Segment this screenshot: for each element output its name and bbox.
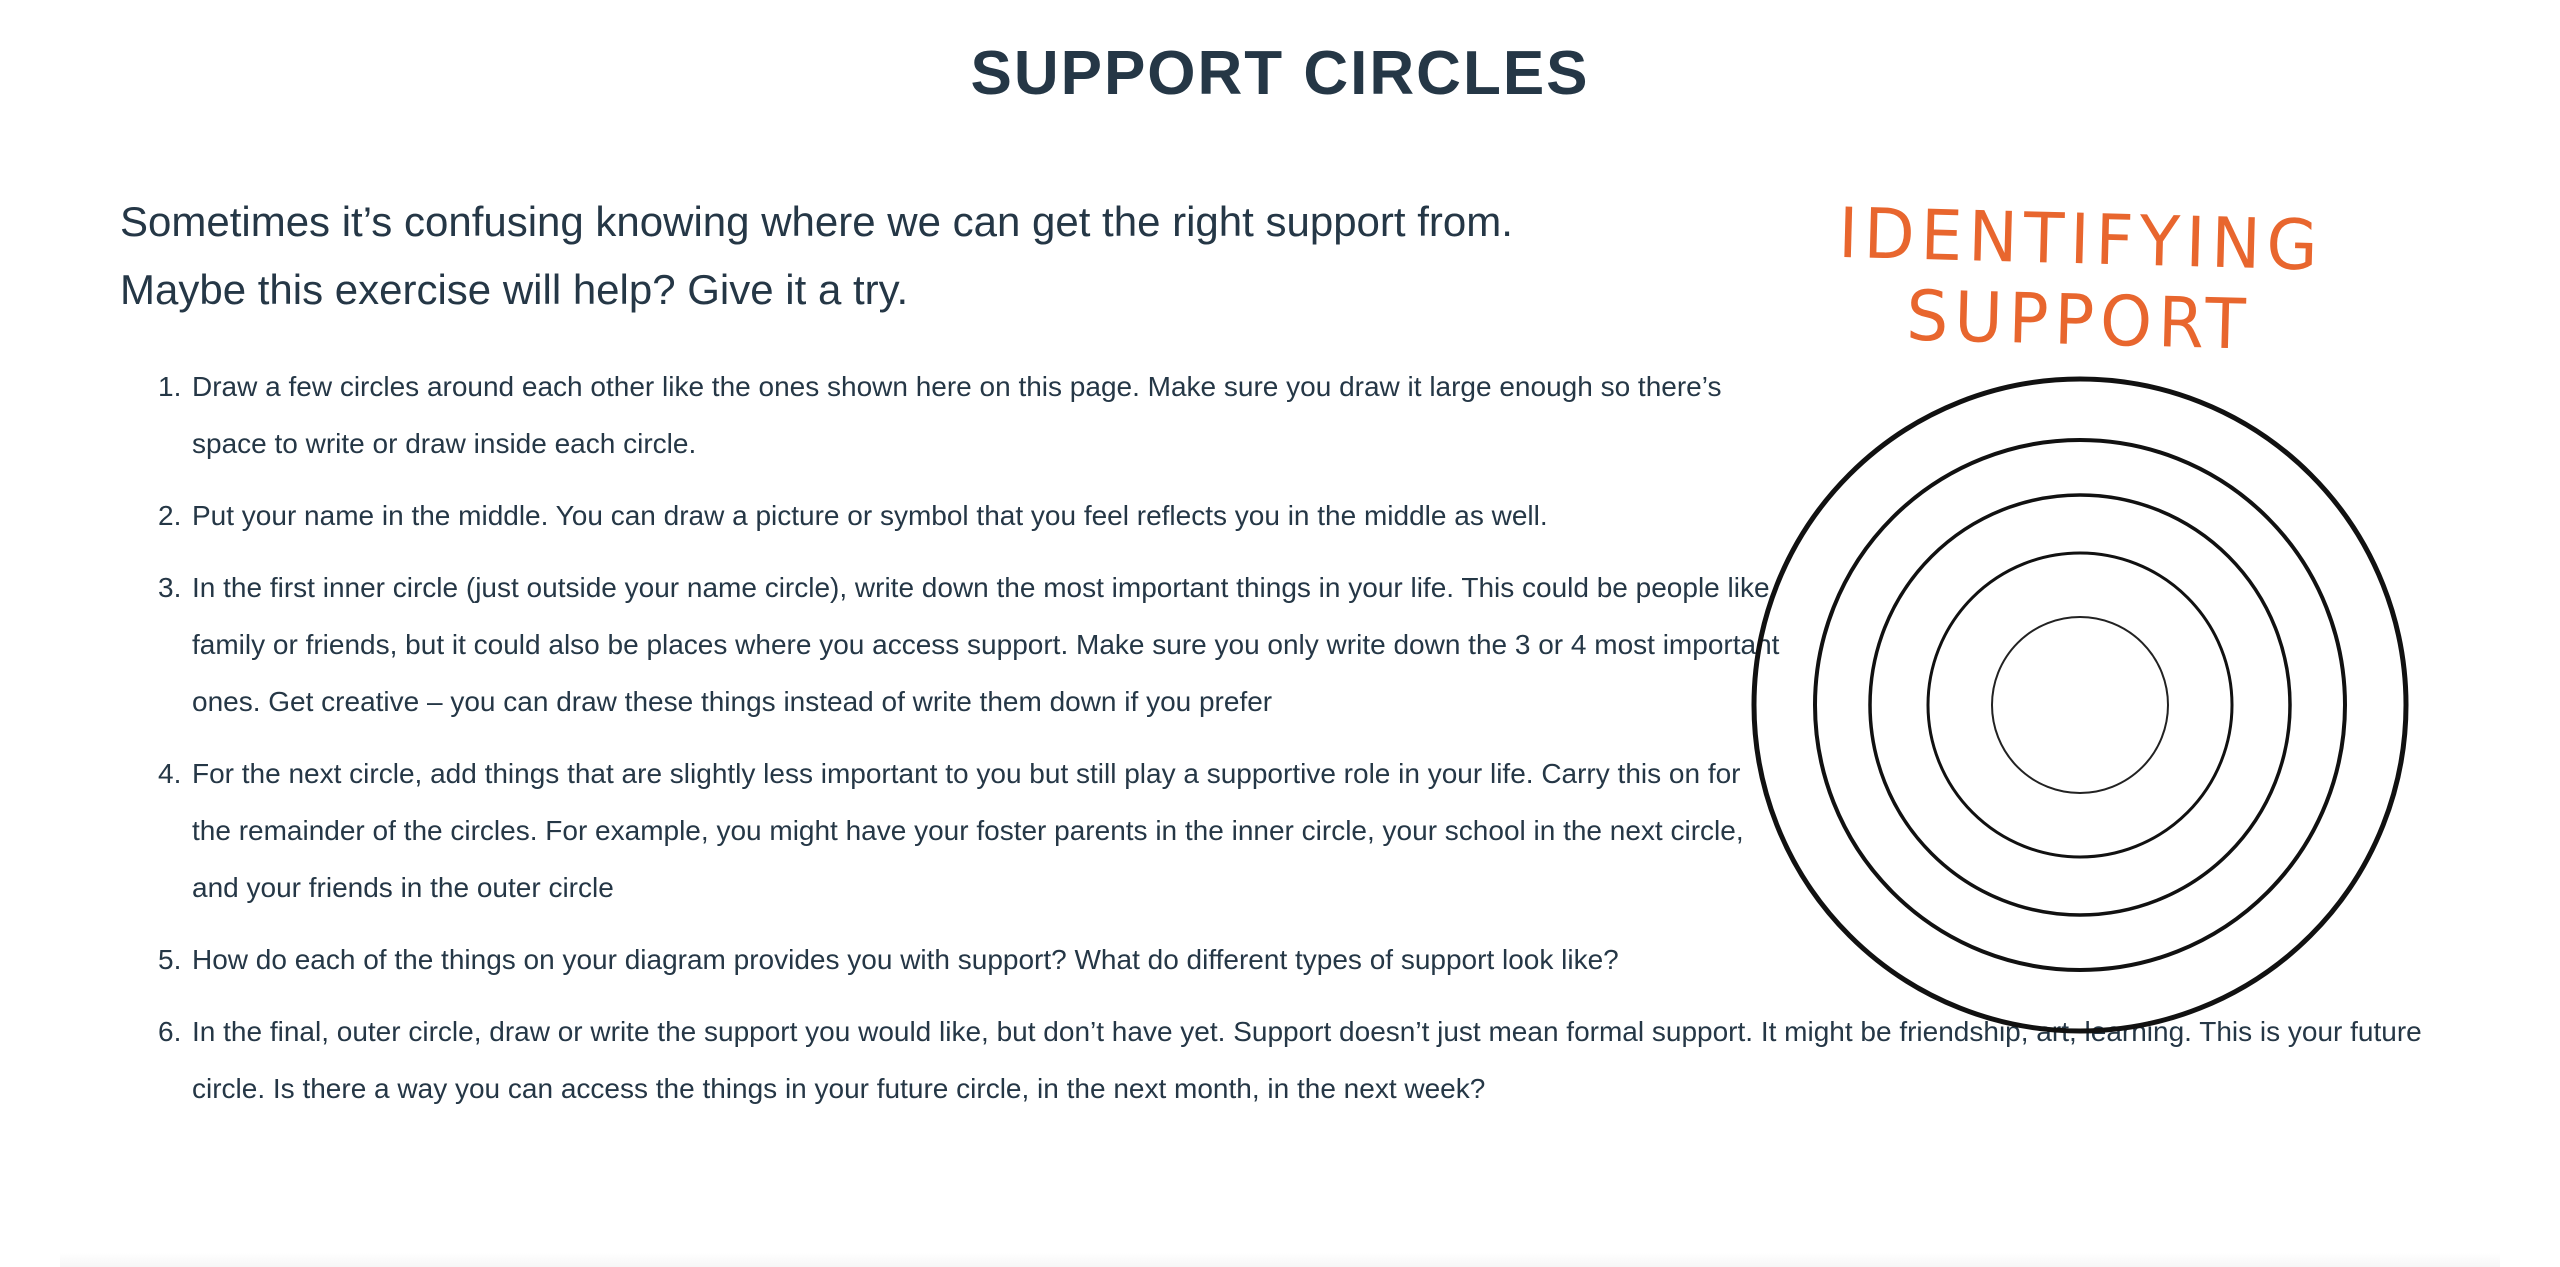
intro-line-2: Maybe this exercise will help? Give it a…: [120, 266, 909, 313]
step-text: Put your name in the middle. You can dra…: [192, 500, 1548, 531]
ring-3: [1868, 493, 2292, 917]
page-bottom-shadow: [60, 1253, 2500, 1267]
step-text: For the next circle, add things that are…: [192, 758, 1744, 903]
step-text: Draw a few circles around each other lik…: [192, 371, 1722, 459]
step-number: 1.: [158, 371, 182, 402]
ring-2: [1926, 551, 2234, 859]
step-text: In the first inner circle (just outside …: [192, 572, 1780, 717]
name-circle: [1991, 616, 2169, 794]
list-item: 5. How do each of the things on your dia…: [120, 931, 2420, 988]
step-number: 5.: [158, 944, 182, 975]
illustration-title: IDENTIFYING SUPPORT: [1837, 192, 2325, 366]
intro-line-1: Sometimes it’s confusing knowing where w…: [120, 198, 1513, 245]
list-item: 4. For the next circle, add things that …: [120, 745, 2420, 916]
list-item: 3. In the first inner circle (just outsi…: [120, 559, 2420, 730]
instructions-list: 1. Draw a few circles around each other …: [120, 358, 2422, 1117]
list-item: 2. Put your name in the middle. You can …: [120, 487, 2420, 544]
step-text: In the final, outer circle, draw or writ…: [192, 1016, 2422, 1104]
list-item: 1. Draw a few circles around each other …: [120, 358, 2420, 472]
step-number: 2.: [158, 500, 182, 531]
outer-ring: [1751, 376, 2409, 1034]
ring-4: [1813, 438, 2347, 972]
list-item: 6. In the final, outer circle, draw or w…: [120, 1003, 2422, 1117]
step-number: 3.: [158, 572, 182, 603]
step-number: 4.: [158, 758, 182, 789]
support-circles-illustration: IDENTIFYING SUPPORT: [1740, 185, 2420, 1045]
main-content: Sometimes it’s confusing knowing where w…: [120, 188, 2422, 1132]
page-title: SUPPORT CIRCLES: [970, 39, 1590, 108]
intro-text: Sometimes it’s confusing knowing where w…: [120, 188, 1720, 324]
concentric-circles-diagram: [1751, 376, 2409, 1034]
step-text: How do each of the things on your diagra…: [192, 944, 1619, 975]
step-number: 6.: [158, 1016, 182, 1047]
